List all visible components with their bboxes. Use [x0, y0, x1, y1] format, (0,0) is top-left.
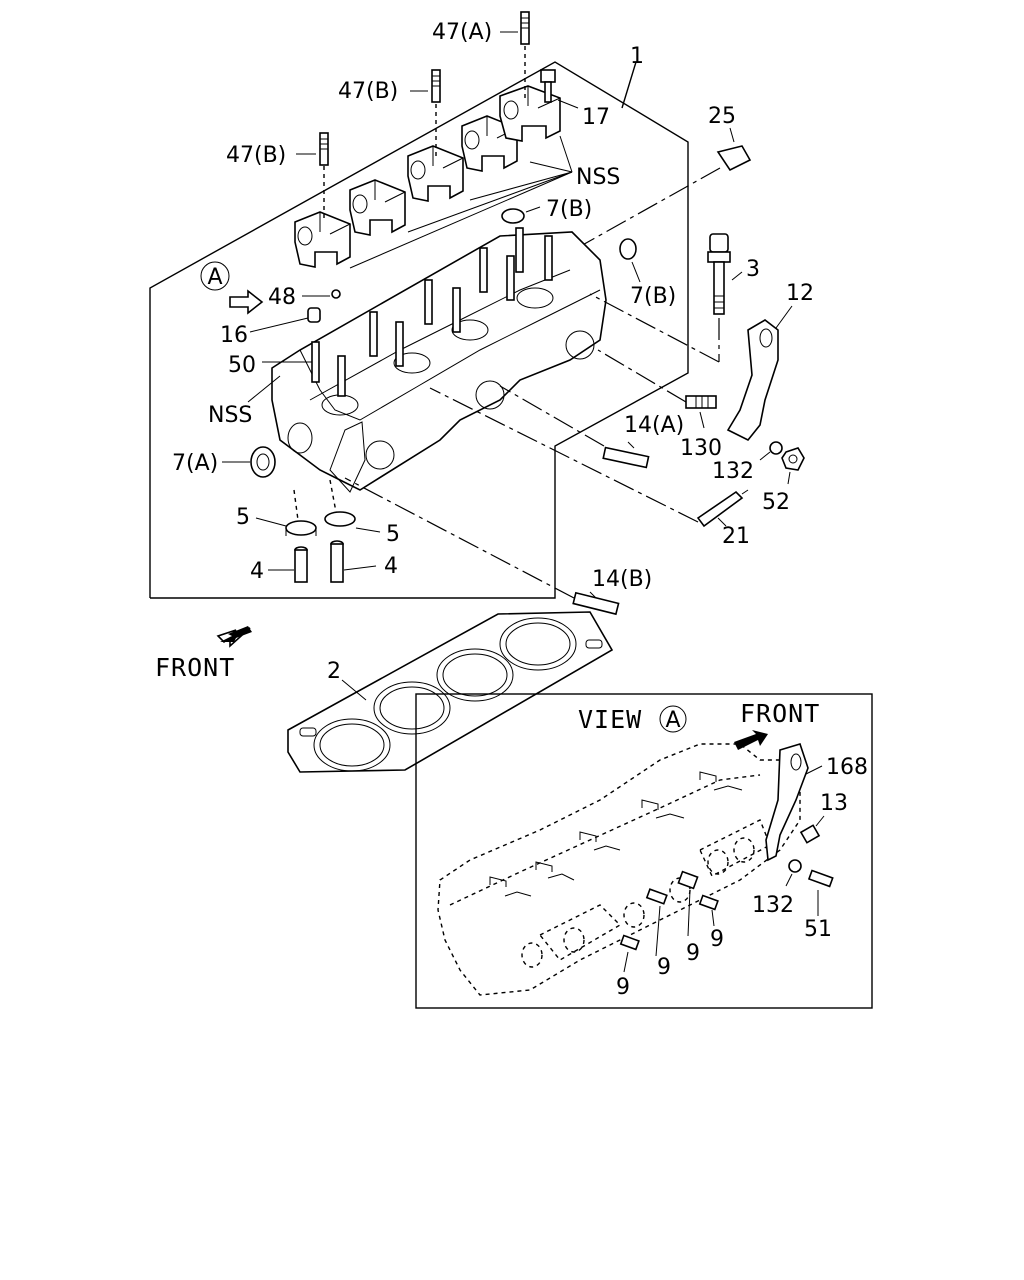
bolt-3 [589, 233, 743, 363]
view-inset-label: VIEW [578, 705, 642, 734]
label-21: 21 [722, 524, 750, 549]
main-assembly-frame [149, 61, 689, 599]
view-ref-inset-label: A [665, 708, 680, 733]
label-4-left: 4 [250, 559, 264, 584]
plug-7b-right [619, 238, 641, 283]
stud-14b [344, 477, 620, 616]
bracket-12-assembly [597, 305, 805, 485]
label-5-left: 5 [236, 505, 250, 530]
front-label-main: FRONT [155, 653, 235, 682]
front-label-inset: FRONT [740, 699, 820, 728]
callout-labels: 47(A) 47(B) 47(B) 1 17 25 NSS 7(B) 3 12 … [172, 20, 868, 1000]
label-51: 51 [804, 917, 832, 942]
seal-7a [222, 446, 276, 478]
label-9-d: 9 [710, 927, 724, 952]
plug-25 [569, 127, 752, 253]
label-nss-left: NSS [208, 403, 252, 428]
stud-14a [499, 385, 650, 469]
label-132-lower: 132 [752, 893, 794, 918]
label-14b: 14(B) [592, 567, 652, 592]
label-nss-top: NSS [576, 165, 620, 190]
label-50: 50 [228, 353, 256, 378]
label-47b-left: 47(B) [226, 143, 286, 168]
label-17: 17 [582, 105, 610, 130]
label-9-b: 9 [657, 955, 671, 980]
head-gasket-2 [287, 611, 614, 773]
label-4-right: 4 [384, 554, 398, 579]
label-168: 168 [826, 755, 868, 780]
label-14a: 14(A) [624, 413, 684, 438]
label-48: 48 [268, 285, 296, 310]
label-9-c: 9 [686, 941, 700, 966]
front-arrow-main [216, 626, 252, 648]
label-9-a: 9 [616, 975, 630, 1000]
plug-7b-upper [501, 206, 541, 224]
label-47a: 47(A) [432, 20, 492, 45]
sensor-21 [429, 387, 749, 528]
label-12: 12 [786, 281, 814, 306]
label-1: 1 [630, 44, 644, 69]
camshaft-bearing-caps [294, 85, 573, 269]
view-a-inset: VIEW A FRONT [415, 693, 873, 1009]
parts-left-cluster [229, 289, 341, 403]
label-7b-right: 7(B) [630, 284, 676, 309]
label-132-upper: 132 [712, 459, 754, 484]
label-3: 3 [746, 257, 760, 282]
label-25: 25 [708, 104, 736, 129]
label-7a: 7(A) [172, 451, 218, 476]
label-13: 13 [820, 791, 848, 816]
label-52: 52 [762, 490, 790, 515]
label-5-right: 5 [386, 522, 400, 547]
stud-bolts-47 [296, 11, 530, 222]
label-7b-top: 7(B) [546, 197, 592, 222]
label-47b-top: 47(B) [338, 79, 398, 104]
bolt-17 [540, 69, 579, 109]
cylinder-head-body [271, 227, 607, 493]
label-16: 16 [220, 323, 248, 348]
view-ref-marker: A [200, 261, 230, 291]
view-ref-label: A [207, 265, 222, 290]
valve-seats-and-guides [255, 479, 381, 583]
label-2: 2 [327, 659, 341, 684]
label-130: 130 [680, 436, 722, 461]
